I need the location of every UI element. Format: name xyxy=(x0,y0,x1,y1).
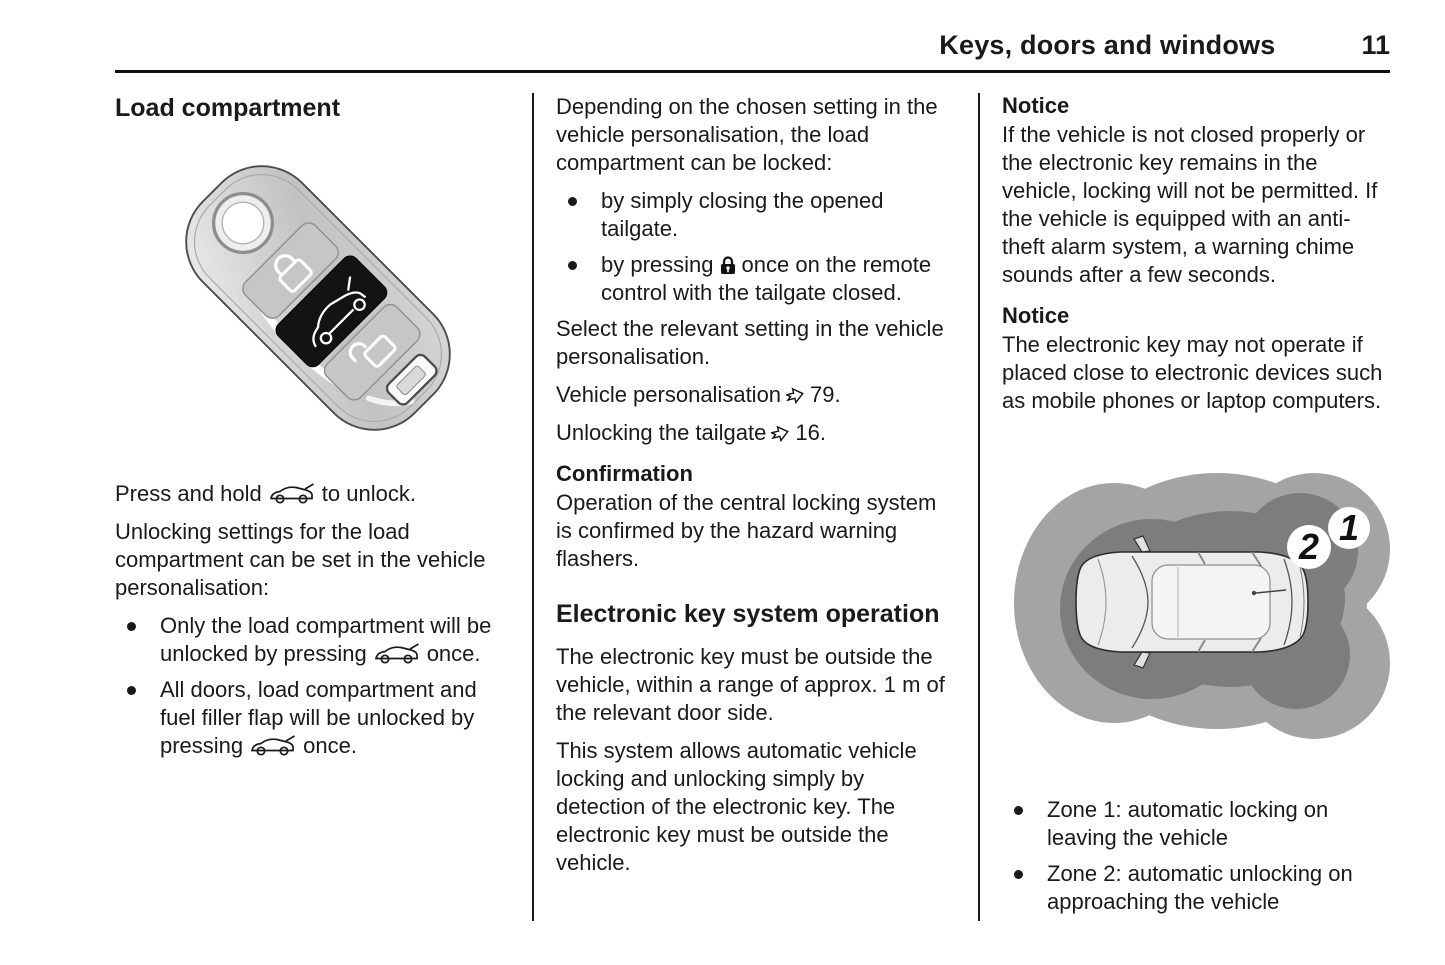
key-fob-unlock-button xyxy=(323,303,421,401)
list-item-text: All doors, load compartment and fuel fil… xyxy=(160,676,510,760)
notice-2-paragraph: The electronic key may not operate if pl… xyxy=(1002,332,1383,413)
ref1-label: Vehicle personalisation xyxy=(556,382,782,407)
zone-2-number: 2 xyxy=(1298,526,1319,567)
rear-window xyxy=(1283,558,1293,646)
locking-intro: Depending on the chosen setting in the v… xyxy=(556,94,938,175)
list-item: by simply closing the opened tailgate. xyxy=(556,187,956,243)
key-fob-tailgate-button xyxy=(275,255,388,368)
windshield xyxy=(1131,555,1149,649)
press-hold-post: to unlock. xyxy=(321,481,416,506)
section-heading-electronic-key: Electronic key system operation xyxy=(556,600,940,628)
reference-line: Unlocking the tailgate 16. xyxy=(556,419,956,447)
header-rule xyxy=(115,70,1390,73)
list-item: All doors, load compartment and fuel fil… xyxy=(115,676,510,760)
subheading-notice-2: Notice xyxy=(1002,303,1070,328)
key-fob-image xyxy=(185,165,451,431)
list-item-text: Zone 2: automatic unlocking on approachi… xyxy=(1047,861,1353,914)
confirmation-paragraph: Operation of the central locking system … xyxy=(556,490,937,571)
right-column: Notice If the vehicle is not closed prop… xyxy=(1002,93,1390,924)
zone-2-badge: 2 xyxy=(1287,525,1331,569)
left-column: Load compartment xyxy=(115,93,510,924)
ref1-page: 79. xyxy=(810,382,841,407)
fob-body-seam xyxy=(193,173,443,423)
chapter-title: Keys, doors and windows xyxy=(939,30,1276,60)
car-with-open-tailgate-icon xyxy=(374,643,419,664)
bullet-icon xyxy=(127,622,136,631)
list-item: Zone 1: automatic locking on leaving the… xyxy=(1002,796,1390,852)
subheading-confirmation: Confirmation xyxy=(556,461,693,486)
list-item: Only the load compartment will be unlock… xyxy=(115,612,510,668)
eks-paragraph-1: The electronic key must be outside the v… xyxy=(556,644,945,725)
middle-column: Depending on the chosen setting in the v… xyxy=(556,93,956,924)
car-top-view xyxy=(1075,535,1309,669)
bullet-icon xyxy=(1014,806,1023,815)
list-item-text: by simply closing the opened tailgate. xyxy=(601,188,884,241)
subheading-notice-1: Notice xyxy=(1002,93,1070,118)
page-number: 11 xyxy=(1361,30,1390,60)
notice-1-paragraph: If the vehicle is not closed properly or… xyxy=(1002,122,1378,287)
car-tailgate-icon xyxy=(312,276,367,348)
bullet-icon xyxy=(568,261,577,270)
fob-blade-slot xyxy=(385,353,438,406)
unlock-settings-intro: Unlocking settings for the load compartm… xyxy=(115,519,486,600)
antenna xyxy=(1251,590,1257,596)
zone-1-badge: 1 xyxy=(1328,507,1370,549)
bullet-icon xyxy=(1014,870,1023,879)
reference-line: Vehicle personalisation 79. xyxy=(556,381,956,409)
ref2-page: 16. xyxy=(795,420,826,445)
page-header: Keys, doors and windows 11 xyxy=(0,0,1445,61)
section-heading-load-compartment: Load compartment xyxy=(115,94,341,122)
roof xyxy=(1151,564,1271,640)
ref2-label: Unlocking the tailgate xyxy=(556,420,767,445)
lock-icon xyxy=(274,254,297,277)
mid-bullet2-post: once on the remote control with the tail… xyxy=(601,252,932,305)
fob-key-ring xyxy=(211,191,275,255)
key-fob-lock-button xyxy=(242,222,339,319)
bullet1-post: once. xyxy=(426,641,481,666)
list-item-text: Only the load compartment will be unlock… xyxy=(160,612,510,668)
key-zones-illustration: 1 2 xyxy=(1002,441,1390,778)
zones-image: 1 2 xyxy=(1014,473,1390,739)
select-setting-paragraph: Select the relevant setting in the vehic… xyxy=(556,316,944,369)
bullet2-pre: All doors, load compartment and fuel fil… xyxy=(160,677,477,758)
bullet1-pre: Only the load compartment will be unlock… xyxy=(160,613,492,666)
bullet-icon xyxy=(127,686,136,695)
press-hold-pre: Press and hold xyxy=(115,481,262,506)
car-with-open-tailgate-icon xyxy=(251,735,296,756)
unlock-icon xyxy=(348,342,368,363)
column-divider xyxy=(978,93,980,921)
car-with-open-tailgate-icon xyxy=(269,483,314,504)
list-item-text: Zone 1: automatic locking on leaving the… xyxy=(1047,797,1329,850)
eks-paragraph-2: This system allows automatic vehicle loc… xyxy=(556,738,917,875)
bullet2-post: once. xyxy=(303,733,357,758)
column-divider xyxy=(532,93,534,921)
bullet-icon xyxy=(568,197,577,206)
page-reference-arrow-icon xyxy=(784,387,804,405)
content-columns: Load compartment xyxy=(115,93,1390,924)
padlock-filled-icon xyxy=(720,256,735,274)
mid-bullet2-pre: by pressing xyxy=(601,252,714,277)
zone-1-number: 1 xyxy=(1339,507,1359,548)
press-hold-paragraph: Press and hold to unlock. xyxy=(115,480,510,508)
page-reference-arrow-icon xyxy=(769,425,790,443)
list-item: Zone 2: automatic unlocking on approachi… xyxy=(1002,860,1390,916)
key-fob-illustration xyxy=(157,137,510,466)
